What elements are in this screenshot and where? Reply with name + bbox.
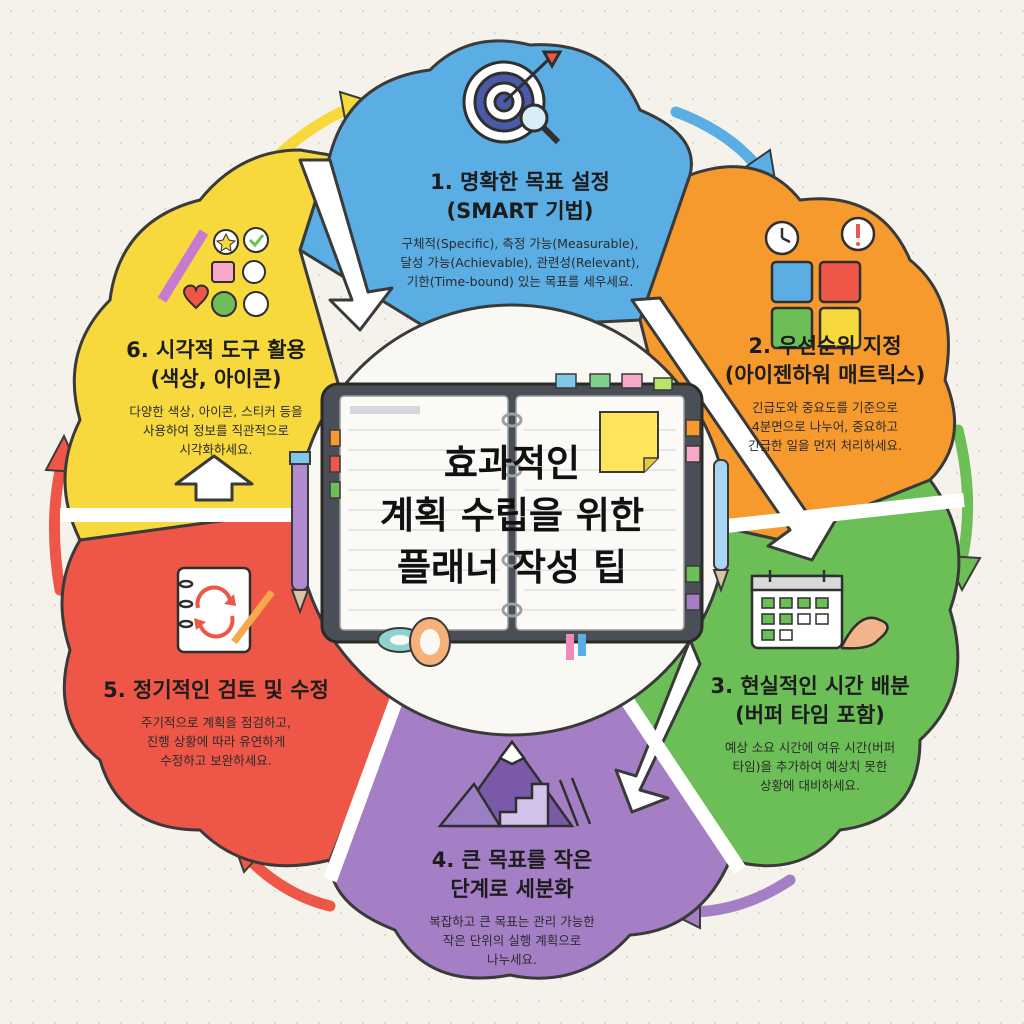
- tip-2-title-line-1: 2. 우선순위 지정: [748, 334, 902, 358]
- tip-4-description: 복잡하고 큰 목표는 관리 가능한 작은 단위의 실행 계획으로 나누세요.: [382, 912, 642, 969]
- tip-6: 6. 시각적 도구 활용 (색상, 아이콘) 다양한 색상, 아이콘, 스티커 …: [66, 336, 366, 459]
- tip-5: 5. 정기적인 검토 및 수정 주기적으로 계획을 점검하고, 진행 상황에 따…: [66, 676, 366, 770]
- tip-1-desc-line-2: 달성 가능(Achievable), 관련성(Relevant),: [400, 255, 640, 270]
- pen-right: [712, 459, 730, 594]
- priority-matrix-icon: [764, 216, 876, 350]
- tip-2: 2. 우선순위 지정 (아이젠하워 매트릭스) 긴급도와 중요도를 기준으로 4…: [690, 332, 960, 455]
- tip-2-desc-line-1: 긴급도와 중요도를 기준으로: [752, 400, 898, 415]
- tip-4-title: 4. 큰 목표를 작은 단계로 세분화: [382, 846, 642, 904]
- tip-4-desc-line-2: 작은 단위의 실행 계획으로: [442, 933, 582, 948]
- arrow-orange-to-green: [952, 424, 974, 566]
- tip-6-title-line-1: 6. 시각적 도구 활용: [126, 338, 306, 362]
- tip-2-desc-line-2: 4분면으로 나누어, 중요하고: [751, 419, 899, 434]
- tip-5-title: 5. 정기적인 검토 및 수정: [66, 676, 366, 705]
- tip-1-desc-line-3: 기한(Time-bound) 있는 목표를 세우세요.: [406, 274, 634, 289]
- petal-6-yellow: [63, 148, 342, 542]
- petal-4-purple: [328, 688, 732, 980]
- main-title-line-3: 플래너 작성 팁: [396, 546, 627, 589]
- tip-3-desc-line-2: 타임)을 추가하여 예상치 못한: [732, 759, 888, 774]
- tip-5-title-line-1: 5. 정기적인 검토 및 수정: [103, 678, 329, 702]
- inner-arrow-to-6: [174, 454, 254, 502]
- petal-1-blue: [298, 39, 693, 332]
- target-icon: [462, 50, 563, 145]
- tip-3-title-line-1: 3. 현실적인 시간 배분: [710, 674, 910, 698]
- tip-3-title: 3. 현실적인 시간 배분 (버퍼 타임 포함): [660, 672, 960, 730]
- inner-arrow-to-3: [614, 638, 702, 814]
- divider-bottom-right: [614, 686, 746, 874]
- divider-right: [689, 493, 965, 537]
- main-title-line-2: 계획 수립을 위한: [379, 494, 645, 537]
- tip-5-desc-line-3: 수정하고 보완하세요.: [160, 753, 272, 768]
- tip-3-desc-line-1: 예상 소요 시간에 여유 시간(버퍼: [724, 740, 896, 755]
- planner-notebook: [320, 373, 704, 667]
- petal-2-orange: [638, 165, 957, 542]
- arrow-green-to-purple: [689, 874, 796, 918]
- tip-4-title-line-1: 4. 큰 목표를 작은: [431, 848, 593, 872]
- tip-3-desc-line-3: 상황에 대비하세요.: [760, 778, 860, 793]
- tip-2-title: 2. 우선순위 지정 (아이젠하워 매트릭스): [690, 332, 960, 390]
- tip-2-desc-line-3: 긴급한 일을 먼저 처리하세요.: [748, 438, 902, 453]
- tip-4-desc-line-1: 복잡하고 큰 목표는 관리 가능한: [429, 914, 595, 929]
- arrow-purple-to-red: [244, 854, 336, 912]
- tip-4-title-line-2: 단계로 세분화: [450, 877, 574, 901]
- tip-4: 4. 큰 목표를 작은 단계로 세분화 복잡하고 큰 목표는 관리 가능한 작은…: [382, 846, 642, 969]
- inner-arrows: [60, 158, 965, 883]
- tip-3: 3. 현실적인 시간 배분 (버퍼 타임 포함) 예상 소요 시간에 여유 시간…: [660, 672, 960, 795]
- main-title-line-1: 효과적인: [443, 442, 581, 485]
- tip-1-title-line-1: 1. 명확한 목표 설정: [430, 170, 610, 194]
- tip-6-title-line-2: (색상, 아이콘): [150, 367, 282, 391]
- bookmark-pink: [566, 634, 574, 660]
- tip-6-desc-line-2: 사용하여 정보를 직관적으로: [143, 423, 289, 438]
- tip-6-description: 다양한 색상, 아이콘, 스티커 등을 사용하여 정보를 직관적으로 시각화하세…: [66, 402, 366, 459]
- tip-1-description: 구체적(Specific), 측정 가능(Measurable), 달성 가능(…: [360, 234, 680, 291]
- tip-3-description: 예상 소요 시간에 여유 시간(버퍼 타임)을 추가하여 예상치 못한 상황에 …: [660, 738, 960, 795]
- tip-2-title-line-2: (아이젠하워 매트릭스): [724, 363, 926, 387]
- bookmark-blue: [578, 634, 586, 656]
- tip-1-title-line-2: (SMART 기법): [446, 199, 594, 223]
- tip-3-title-line-2: (버퍼 타임 포함): [735, 703, 885, 727]
- review-notebook-icon: [176, 566, 275, 654]
- tip-5-desc-line-1: 주기적으로 계획을 점검하고,: [141, 715, 291, 730]
- planner-tabs: [329, 373, 701, 611]
- divider-bottom-left: [323, 687, 407, 883]
- muscle-arm-icon: [840, 616, 889, 650]
- inner-arrow-to-2: [630, 296, 840, 562]
- tip-1-title: 1. 명확한 목표 설정 (SMART 기법): [360, 168, 680, 226]
- tip-1: 1. 명확한 목표 설정 (SMART 기법) 구체적(Specific), 측…: [360, 168, 680, 291]
- tip-6-desc-line-3: 시각화하세요.: [179, 442, 253, 457]
- tip-5-description: 주기적으로 계획을 점검하고, 진행 상황에 따라 유연하게 수정하고 보완하세…: [66, 713, 366, 770]
- mountain-stairs-icon: [437, 739, 592, 828]
- main-title: 효과적인 계획 수립을 위한 플래너 작성 팁: [352, 438, 672, 594]
- tip-2-description: 긴급도와 중요도를 기준으로 4분면으로 나누어, 중요하고 긴급한 일을 먼저…: [690, 398, 960, 455]
- tip-1-desc-line-1: 구체적(Specific), 측정 가능(Measurable),: [401, 236, 639, 251]
- tip-6-desc-line-1: 다양한 색상, 아이콘, 스티커 등을: [129, 404, 303, 419]
- planner-rings: [501, 412, 523, 618]
- pen-left: [289, 451, 311, 615]
- calendar-icon: [750, 570, 889, 650]
- inner-arrow-to-1: [298, 158, 394, 332]
- arrow-red-to-yellow: [49, 456, 68, 596]
- stickers-icon: [157, 227, 269, 317]
- tip-6-title: 6. 시각적 도구 활용 (색상, 아이콘): [66, 336, 366, 394]
- washi-tape: [377, 617, 451, 667]
- tip-4-desc-line-3: 나누세요.: [487, 952, 537, 967]
- tip-5-desc-line-2: 진행 상황에 따라 유연하게: [146, 734, 286, 749]
